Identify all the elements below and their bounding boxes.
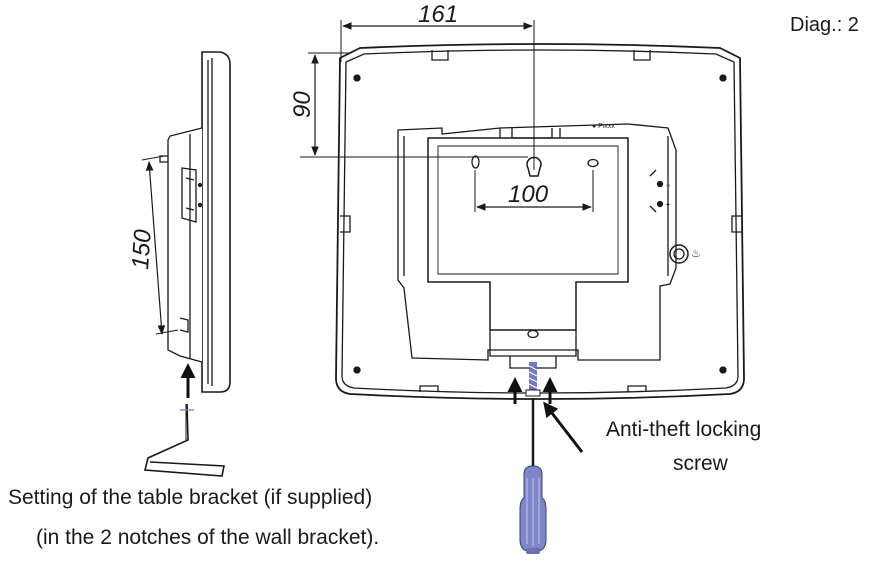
- diagram-number: Diag.: 2: [790, 14, 859, 36]
- marking-icon-top: ☼: [665, 182, 671, 189]
- dimension-150-label: 150: [127, 228, 157, 270]
- caption-line2: (in the 2 notches of the wall bracket).: [36, 526, 380, 549]
- callout-label-line1: Anti-theft locking: [606, 418, 762, 441]
- brand-marking: ● Pixxx: [592, 123, 615, 130]
- dimension-161: 161: [340, 1, 535, 170]
- back-view: [335, 43, 745, 400]
- dimension-150: 150: [127, 155, 179, 335]
- caption-line1: Setting of the table bracket (if supplie…: [8, 486, 373, 509]
- dimension-100: 100: [474, 170, 594, 212]
- dimension-90-label: 90: [289, 91, 316, 118]
- dimension-90: 90: [289, 52, 528, 158]
- marking-icon-mid: ✦: [665, 201, 671, 209]
- screwdriver-icon: [519, 398, 547, 554]
- callout-arrow: [543, 401, 584, 453]
- callout-label-line2: screw: [673, 452, 728, 475]
- dimension-100-label: 100: [508, 181, 549, 208]
- marking-icon-bottom: ♨: [691, 248, 701, 260]
- side-view: [143, 51, 231, 477]
- dimension-161-label: 161: [418, 1, 458, 28]
- locking-screw: [525, 362, 541, 397]
